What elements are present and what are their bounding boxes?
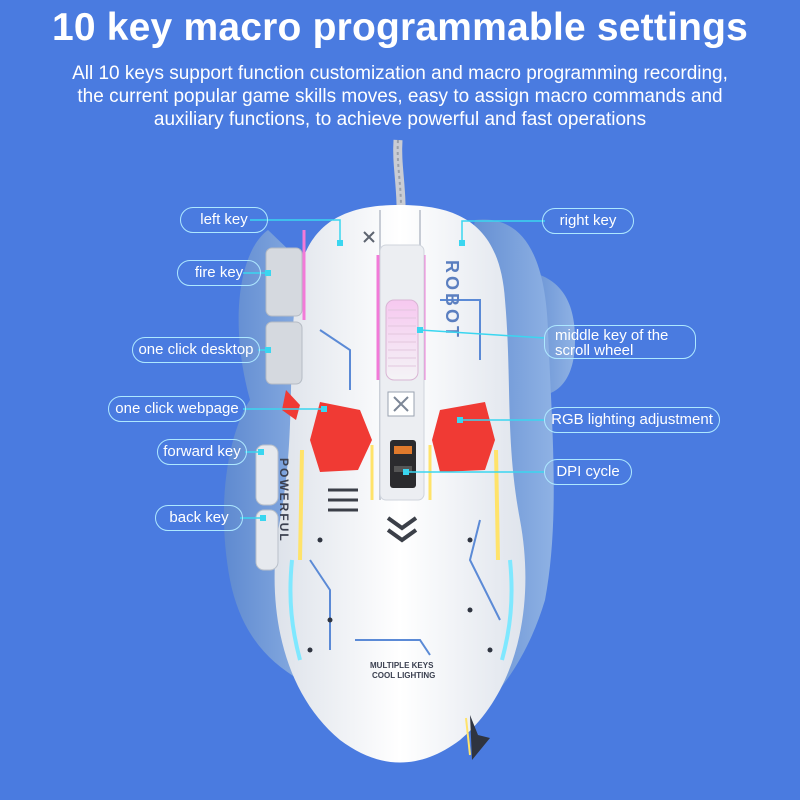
callout-dpi-cycle: DPI cycle xyxy=(544,459,632,485)
scroll-wheel xyxy=(385,299,419,381)
subtitle-line-3: auxiliary functions, to achieve powerful… xyxy=(153,109,647,130)
one-click-desktop-key xyxy=(265,321,303,385)
rgb-button xyxy=(432,402,495,472)
subtitle-line-2: the current popular game skills moves, e… xyxy=(77,86,723,107)
right-key-line xyxy=(461,220,545,243)
bottom-print-line-2: COOL LIGHTING xyxy=(372,671,435,680)
back-key xyxy=(255,509,279,571)
left-key-line xyxy=(250,219,341,243)
middle-key-line-2: scroll wheel xyxy=(555,342,634,359)
callout-right-key: right key xyxy=(542,208,634,234)
page-title: 10 key macro programmable settings xyxy=(51,6,749,49)
middle-key-line-1: middle key of the xyxy=(555,327,669,344)
callout-one-click-desktop: one click desktop xyxy=(132,337,260,363)
brand-powerful-text: POWERFUL xyxy=(277,458,291,543)
bottom-print-line-1: MULTIPLE KEYS xyxy=(370,661,434,670)
callout-back-key: back key xyxy=(155,505,243,531)
subtitle-line-1: All 10 keys support function customizati… xyxy=(72,63,728,84)
middle-key-line xyxy=(419,329,546,339)
callout-fire-key: fire key xyxy=(177,260,261,286)
page-subtitle: All 10 keys support function customizati… xyxy=(30,62,770,131)
callout-one-click-webpage: one click webpage xyxy=(108,396,246,422)
fire-key xyxy=(265,247,303,317)
callout-rgb-lighting: RGB lighting adjustment xyxy=(544,407,720,433)
forward-key xyxy=(255,444,279,506)
callout-left-key: left key xyxy=(180,207,268,233)
brand-robot-text: ROBOT xyxy=(442,260,462,340)
callout-middle-key: middle key of the scroll wheel xyxy=(544,325,696,359)
one-click-webpage-key xyxy=(310,402,372,472)
callout-forward-key: forward key xyxy=(157,439,247,465)
